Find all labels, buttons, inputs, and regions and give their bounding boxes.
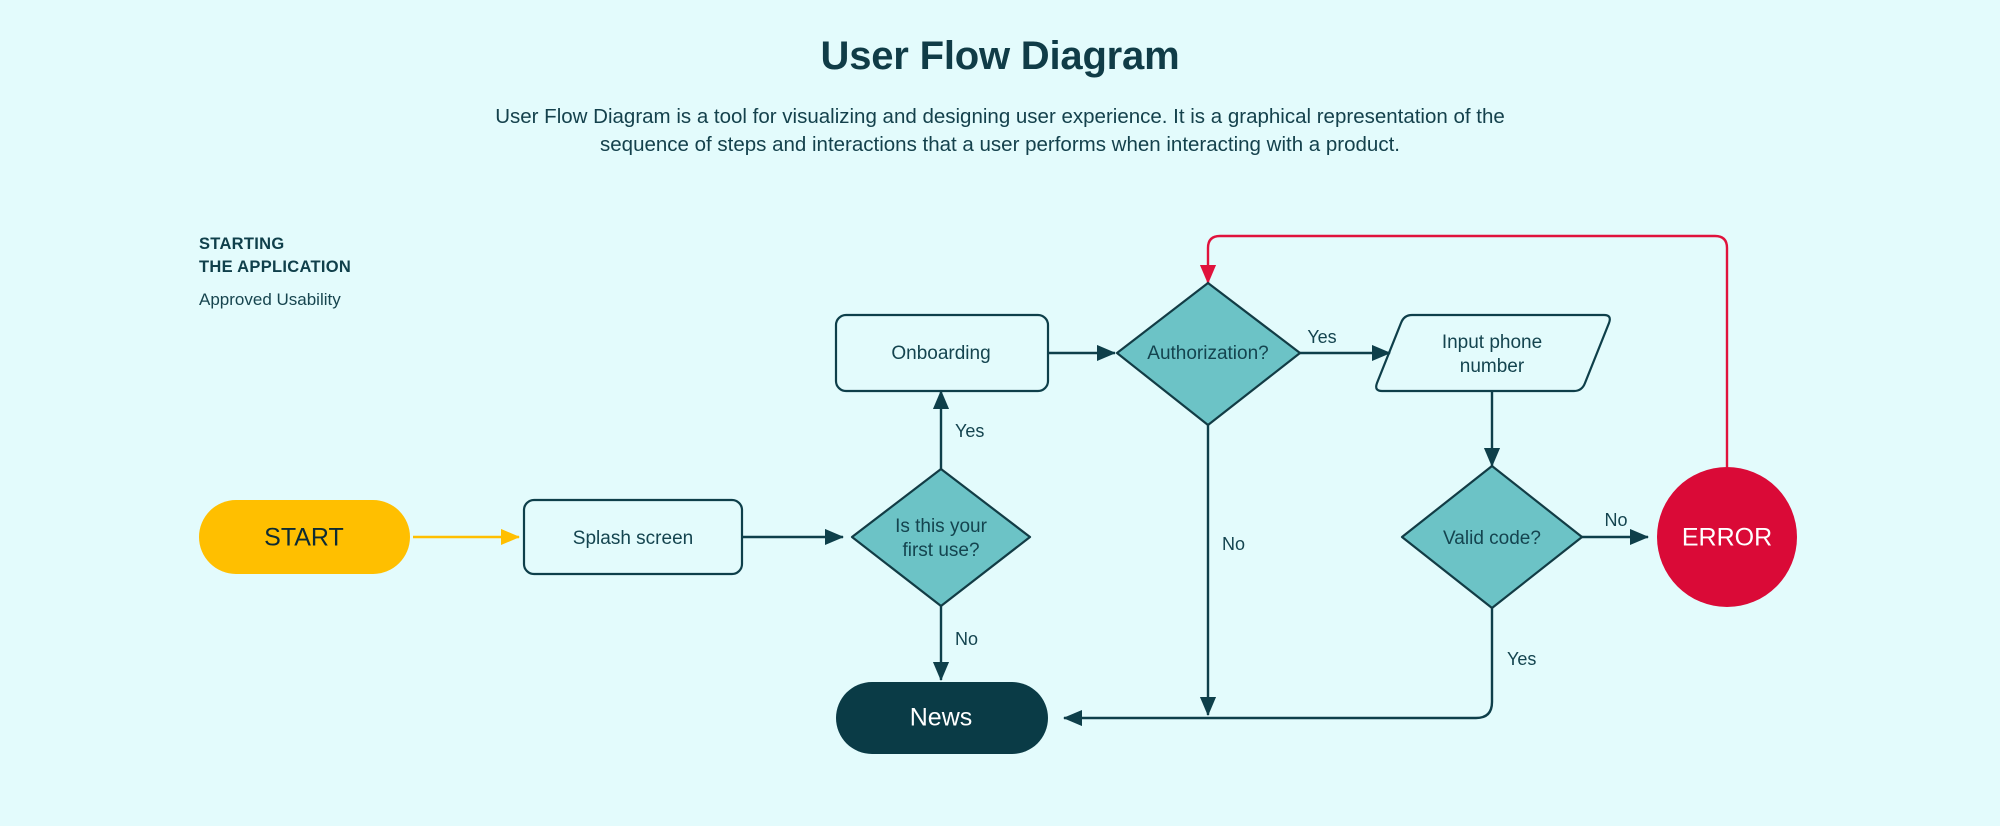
edge-label-valid-no: No [1604, 510, 1627, 530]
edge-authorization-to-news: No [1199, 417, 1245, 716]
node-first-use-label-line1: Is this your [895, 516, 988, 537]
edge-label-first-use-yes: Yes [955, 421, 984, 441]
node-news[interactable]: News [836, 682, 1048, 754]
edge-valid-code-to-news: Yes [1063, 608, 1536, 727]
page-description: User Flow Diagram is a tool for visualiz… [495, 105, 1505, 156]
node-valid-code-label: Valid code? [1443, 528, 1541, 549]
node-error-label: ERROR [1682, 524, 1772, 552]
node-first-use-label-line2: first use? [902, 540, 979, 561]
node-input-phone-label-line1: Input phone [1442, 332, 1542, 353]
node-splash-screen-label: Splash screen [573, 528, 693, 549]
node-error[interactable]: ERROR [1657, 467, 1797, 607]
node-onboarding-label: Onboarding [891, 343, 990, 364]
edge-authorization-to-input-phone: Yes [1300, 327, 1391, 362]
edge-label-valid-yes: Yes [1507, 649, 1536, 669]
node-valid-code[interactable]: Valid code? [1400, 464, 1584, 610]
caption-subtitle: Approved Usability [199, 290, 341, 309]
node-onboarding[interactable]: Onboarding [834, 313, 1050, 393]
node-input-phone-number[interactable]: Input phone number [1375, 313, 1611, 393]
node-authorization-label: Authorization? [1147, 343, 1268, 364]
node-input-phone-label-line2: number [1460, 356, 1525, 377]
page-title: User Flow Diagram [820, 34, 1180, 78]
section-caption: STARTING THE APPLICATION Approved Usabil… [199, 233, 351, 311]
edge-first-use-to-onboarding: Yes [932, 390, 984, 473]
caption-line-2: THE APPLICATION [199, 258, 352, 276]
node-start-label: START [264, 524, 344, 552]
node-splash-screen[interactable]: Splash screen [522, 498, 744, 576]
edge-valid-code-to-error: No [1582, 510, 1649, 546]
edge-label-auth-yes: Yes [1307, 327, 1336, 347]
node-news-label: News [910, 704, 973, 732]
caption-line-1: STARTING [199, 235, 285, 253]
node-start[interactable]: START [199, 500, 410, 574]
header: User Flow Diagram User Flow Diagram is a… [0, 0, 2000, 159]
node-is-this-your-first-use[interactable]: Is this your first use? [850, 467, 1032, 608]
edge-error-to-authorization [1199, 234, 1729, 467]
edge-label-auth-no: No [1222, 534, 1245, 554]
node-authorization[interactable]: Authorization? [1115, 281, 1302, 427]
edge-first-use-to-news: No [932, 602, 978, 681]
edge-label-first-use-no: No [955, 629, 978, 649]
